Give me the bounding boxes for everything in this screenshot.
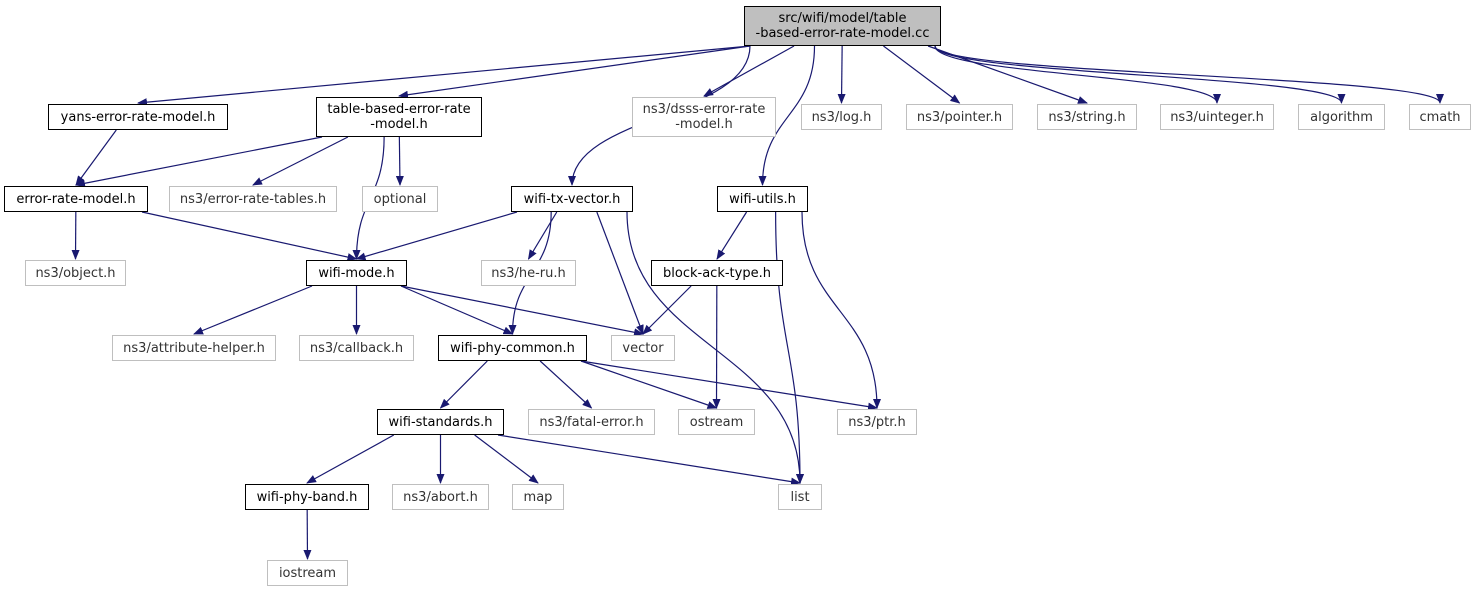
node-list[interactable]: list bbox=[778, 484, 822, 510]
node-callback[interactable]: ns3/callback.h bbox=[299, 335, 414, 361]
edge-root-to-utils bbox=[758, 45, 816, 186]
edge-root-to-cmath bbox=[934, 45, 1444, 104]
edge-utils-to-back bbox=[716, 211, 748, 260]
edge-root-to-dsss bbox=[703, 45, 795, 97]
edge-layer bbox=[71, 45, 1444, 560]
edge-mode-to-common bbox=[400, 285, 514, 335]
node-dsss[interactable]: ns3/dsss-error-rate -model.h bbox=[632, 97, 776, 137]
node-iostream[interactable]: iostream bbox=[267, 560, 348, 586]
node-map[interactable]: map bbox=[512, 484, 564, 510]
edge-common-to-standards bbox=[439, 360, 488, 409]
edge-yans-to-erm bbox=[75, 129, 117, 186]
edge-tbl-to-erm bbox=[75, 136, 323, 188]
node-erm[interactable]: error-rate-model.h bbox=[4, 186, 148, 212]
edge-common-to-ptr bbox=[580, 360, 878, 411]
edge-standards-to-map bbox=[474, 434, 539, 484]
edge-mode-to-vector bbox=[400, 285, 644, 337]
node-string[interactable]: ns3/string.h bbox=[1037, 104, 1137, 130]
node-vector[interactable]: vector bbox=[611, 335, 675, 361]
edge-mode-to-attr bbox=[193, 285, 313, 335]
node-standards[interactable]: wifi-standards.h bbox=[377, 409, 504, 435]
node-heru[interactable]: ns3/he-ru.h bbox=[481, 260, 576, 286]
edge-tbl-to-ert bbox=[252, 136, 349, 186]
node-cmath[interactable]: cmath bbox=[1409, 104, 1471, 130]
node-abort[interactable]: ns3/abort.h bbox=[392, 484, 489, 510]
node-ostream[interactable]: ostream bbox=[678, 409, 755, 435]
node-object[interactable]: ns3/object.h bbox=[25, 260, 126, 286]
node-pointer[interactable]: ns3/pointer.h bbox=[906, 104, 1013, 130]
node-utils[interactable]: wifi-utils.h bbox=[717, 186, 808, 212]
node-back[interactable]: block-ack-type.h bbox=[651, 260, 783, 286]
edge-back-to-vector bbox=[642, 285, 692, 335]
edge-txv-to-list bbox=[626, 211, 804, 484]
edge-txv-to-mode bbox=[355, 211, 518, 261]
edge-root-to-log bbox=[837, 45, 846, 104]
edge-common-to-ostream bbox=[580, 360, 718, 409]
edge-root-to-pointer bbox=[883, 45, 961, 104]
edge-standards-to-list bbox=[497, 434, 801, 486]
edge-utils-to-ptr bbox=[801, 211, 881, 409]
node-ert[interactable]: ns3/error-rate-tables.h bbox=[169, 186, 337, 212]
edge-erm-to-mode bbox=[141, 211, 358, 261]
node-common[interactable]: wifi-phy-common.h bbox=[438, 335, 587, 361]
node-ptr[interactable]: ns3/ptr.h bbox=[837, 409, 917, 435]
node-root[interactable]: src/wifi/model/table -based-error-rate-m… bbox=[744, 6, 941, 46]
edge-root-to-algorithm bbox=[934, 45, 1346, 104]
node-txv[interactable]: wifi-tx-vector.h bbox=[511, 186, 633, 212]
node-yans[interactable]: yans-error-rate-model.h bbox=[48, 104, 228, 130]
edge-standards-to-band bbox=[306, 434, 395, 484]
edge-txv-to-heru bbox=[527, 211, 558, 260]
edge-common-to-fatal bbox=[539, 360, 593, 409]
node-attr[interactable]: ns3/attribute-helper.h bbox=[112, 335, 276, 361]
node-algorithm[interactable]: algorithm bbox=[1298, 104, 1385, 130]
node-tbl[interactable]: table-based-error-rate -model.h bbox=[316, 97, 482, 137]
edge-utils-to-list bbox=[775, 211, 804, 484]
edge-txv-to-vector bbox=[596, 211, 644, 335]
node-log[interactable]: ns3/log.h bbox=[801, 104, 882, 130]
node-uinteger[interactable]: ns3/uinteger.h bbox=[1160, 104, 1274, 130]
node-band[interactable]: wifi-phy-band.h bbox=[245, 484, 369, 510]
edge-root-to-yans bbox=[137, 45, 751, 107]
edge-tbl-to-optional bbox=[395, 136, 404, 186]
edge-root-to-tbl bbox=[398, 45, 751, 99]
node-optional[interactable]: optional bbox=[362, 186, 438, 212]
node-mode[interactable]: wifi-mode.h bbox=[306, 260, 407, 286]
node-fatal[interactable]: ns3/fatal-error.h bbox=[528, 409, 655, 435]
edge-root-to-uinteger bbox=[934, 45, 1221, 104]
